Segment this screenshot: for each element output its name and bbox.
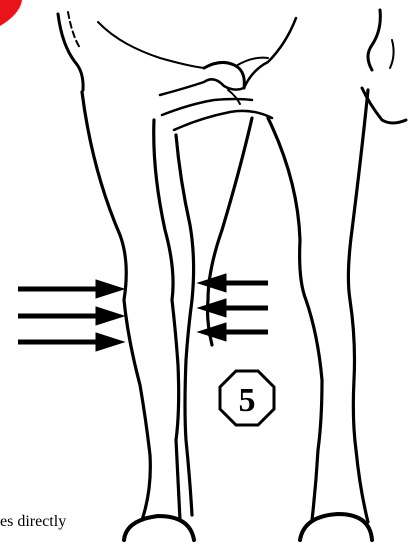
red-badge-fragment bbox=[0, 0, 22, 26]
arrow-right-icon bbox=[18, 280, 124, 298]
arrows-pointing-left bbox=[198, 274, 268, 341]
arrow-right-icon bbox=[18, 333, 124, 351]
octagon-number-badge: 5 bbox=[220, 371, 274, 425]
leg-middle bbox=[176, 118, 252, 515]
arrows-pointing-right bbox=[18, 280, 124, 351]
arrow-right-icon bbox=[18, 307, 124, 325]
leg-right bbox=[268, 90, 368, 522]
leg-left bbox=[82, 92, 180, 520]
badge-number: 5 bbox=[239, 382, 256, 419]
horse-body-outline bbox=[58, 10, 406, 130]
caption-fragment: es directly bbox=[0, 513, 66, 531]
hooves bbox=[124, 514, 372, 540]
